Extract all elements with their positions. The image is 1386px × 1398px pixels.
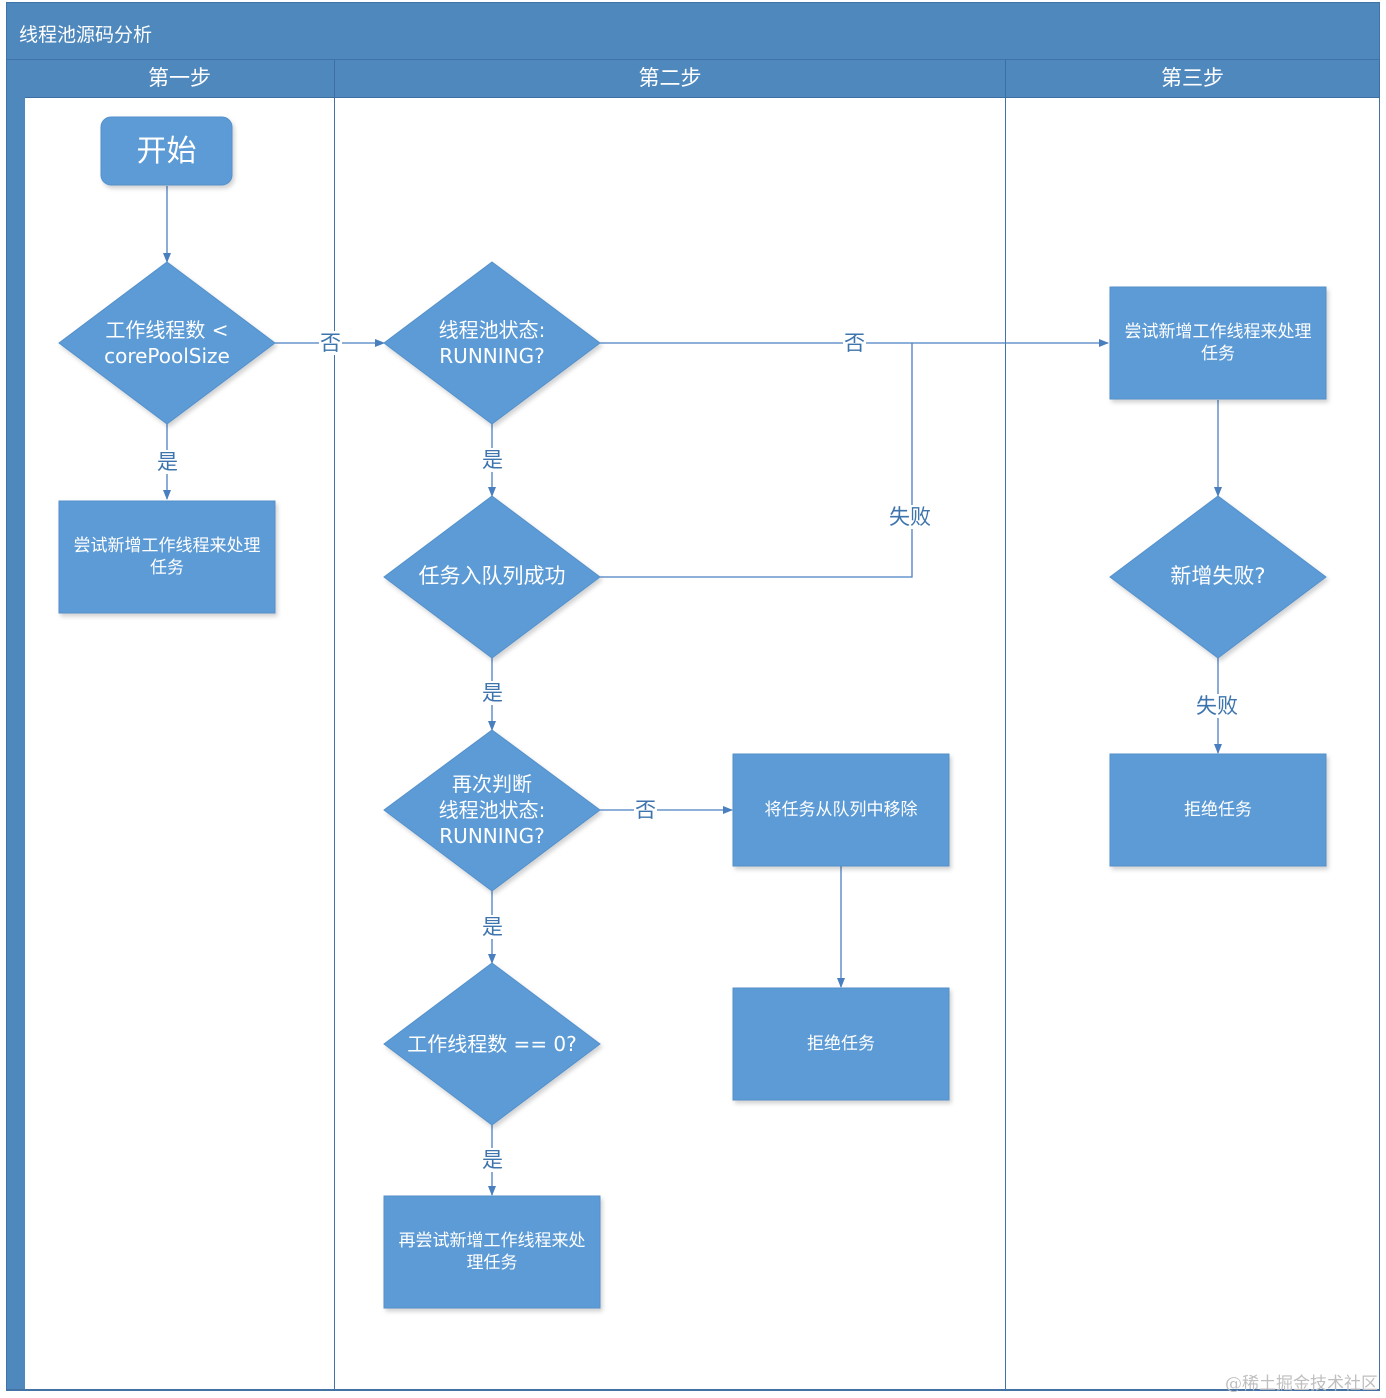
node-recheck — [383, 729, 601, 892]
node-add-worker-2 — [383, 1195, 601, 1309]
lane-header-step-1: 第一步 — [25, 60, 335, 98]
edge-label-no: 否 — [319, 331, 342, 355]
node-reject-2 — [732, 987, 950, 1101]
edge-label-fail: 失败 — [1195, 694, 1239, 718]
diagram-title-bar: 线程池源码分析 — [6, 2, 1380, 60]
node-start-label: 开始 — [136, 133, 197, 169]
node-start — [100, 116, 233, 186]
pool-bottom-border — [6, 1389, 1380, 1391]
node-reject-2-label: 拒绝任务 — [807, 1033, 875, 1054]
node-add-worker-1-label: 尝试新增工作线程来处理 任务 — [73, 535, 261, 578]
lane-header-step-3: 第三步 — [1006, 60, 1380, 98]
node-check-core — [58, 261, 276, 425]
node-check-zero — [383, 962, 601, 1126]
node-reject-3 — [1109, 753, 1327, 867]
edge-label-yes: 是 — [481, 448, 504, 472]
edge-label-fail: 失败 — [888, 505, 932, 529]
node-add-worker-3-label: 尝试新增工作线程来处理 任务 — [1124, 321, 1312, 364]
node-remove-task — [732, 753, 950, 867]
lane-header-step-2: 第二步 — [335, 60, 1006, 98]
lane-step-3 — [1006, 98, 1380, 1390]
node-add-worker-3 — [1109, 286, 1327, 400]
node-check-fail-label: 新增失败? — [1170, 564, 1266, 589]
edge-label-yes: 是 — [481, 681, 504, 705]
pool-side-strip — [6, 60, 25, 1390]
lane-step-2 — [335, 98, 1006, 1390]
node-check-running-label: 线程池状态: RUNNING? — [438, 318, 546, 368]
node-check-zero-label: 工作线程数 == 0? — [407, 1032, 577, 1056]
node-enqueue-label: 任务入队列成功 — [418, 564, 566, 589]
edge-label-yes: 是 — [481, 1148, 504, 1172]
node-add-worker-1 — [58, 500, 276, 614]
node-remove-task-label: 将任务从队列中移除 — [764, 799, 918, 820]
edge-label-no: 否 — [843, 331, 866, 355]
watermark: @稀土掘金技术社区 — [1225, 1374, 1378, 1394]
node-check-running — [383, 261, 601, 425]
node-enqueue — [383, 495, 601, 659]
diagram-title: 线程池源码分析 — [19, 24, 153, 46]
node-reject-3-label: 拒绝任务 — [1184, 799, 1252, 820]
edge-enqueue-fail — [600, 343, 913, 578]
edge-label-yes: 是 — [156, 450, 179, 474]
edge-label-yes: 是 — [481, 915, 504, 939]
node-check-core-label: 工作线程数 < corePoolSize — [104, 318, 230, 368]
node-recheck-label: 再次判断 线程池状态: RUNNING? — [438, 772, 546, 848]
lane-step-1 — [25, 98, 335, 1390]
node-add-worker-2-label: 再尝试新增工作线程来处 理任务 — [398, 1230, 586, 1273]
node-check-fail — [1109, 495, 1327, 659]
edge-label-no: 否 — [634, 798, 657, 822]
